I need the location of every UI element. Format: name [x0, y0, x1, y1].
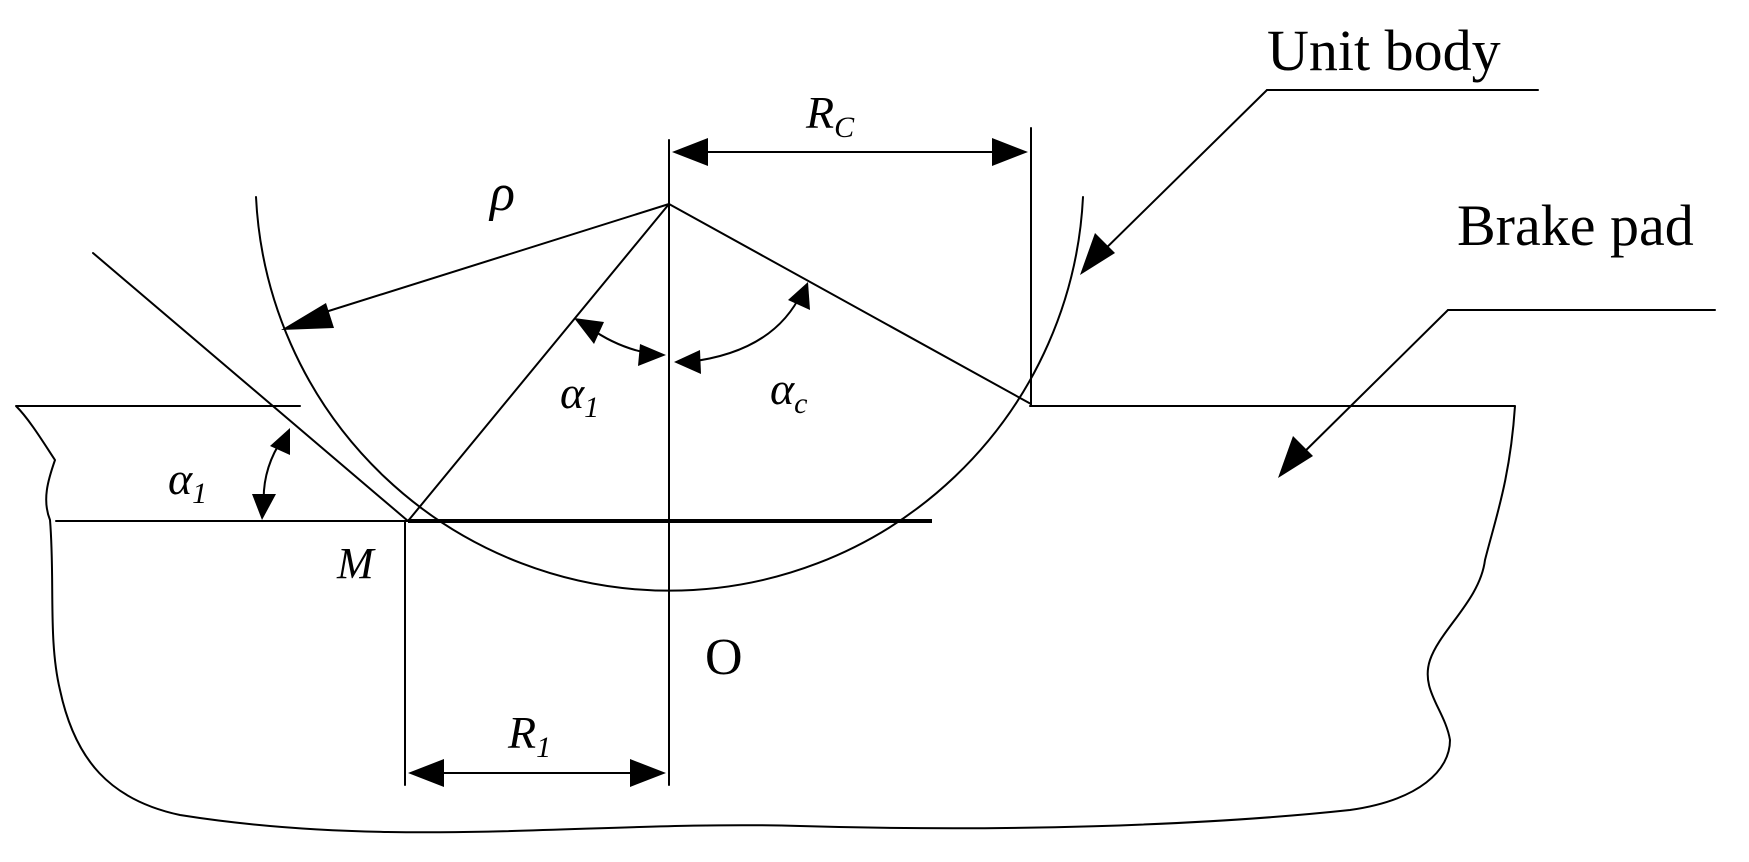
brake-pad-outline [15, 405, 1516, 834]
alpha-c-arrowhead-a [674, 350, 701, 374]
rc-label: RC [805, 87, 855, 144]
rc-arrowhead-left [672, 138, 708, 166]
alpha1-top-arrowhead-b [638, 344, 666, 366]
unit-body-arrowhead [1080, 233, 1115, 275]
alpha-c-label: αc [770, 363, 807, 420]
unit-body-label: Unit body [1267, 18, 1501, 83]
unit-body-leader [1091, 89, 1268, 263]
r1-label: R1 [507, 707, 551, 764]
alpha1-top-label: α1 [560, 367, 599, 424]
point-m-label: M [336, 539, 376, 588]
brake-pad-label: Brake pad [1457, 193, 1694, 258]
brake-pad-arrowhead [1278, 436, 1313, 478]
radius-line-m [407, 203, 670, 522]
rho-label: ρ [488, 165, 515, 222]
alpha1-left-label: α1 [168, 453, 207, 510]
tangent-line [92, 252, 409, 522]
radius-line-c [668, 203, 1032, 405]
brake-pad-leader [1289, 309, 1449, 467]
point-o-label: O [705, 629, 743, 686]
rho-line [299, 203, 670, 321]
rho-arrowhead [281, 303, 334, 330]
r1-arrowhead-right [630, 759, 666, 787]
alpha1-left-arrowhead-a [270, 428, 290, 455]
alpha-c-arrowhead-b [788, 282, 810, 310]
rc-arrowhead-right [992, 138, 1028, 166]
alpha1-left-arrowhead-b [252, 494, 276, 520]
alpha1-top-arrowhead-a [574, 318, 604, 344]
r1-arrowhead-left [408, 759, 444, 787]
alpha-c-angle-arc [687, 291, 803, 363]
